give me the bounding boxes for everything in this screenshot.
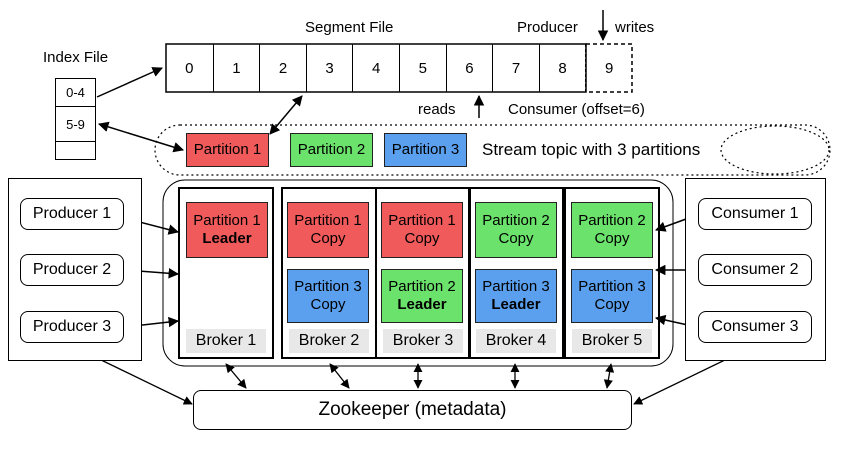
writes-label: writes [615, 19, 655, 36]
segment-cell: 5 [399, 44, 446, 92]
segment-cell: 2 [259, 44, 306, 92]
topic-partition-3: Partition 3 [384, 133, 467, 167]
index-file [55, 78, 96, 160]
broker-label: Broker 3 [383, 329, 463, 353]
segment-cell: 6 [445, 44, 493, 92]
consumer-1: Consumer 1 [698, 198, 812, 230]
producer-3: Producer 3 [20, 311, 124, 343]
consumer-3: Consumer 3 [698, 311, 812, 343]
broker-label: Broker 2 [289, 329, 369, 353]
consumer-offset-label: Consumer (offset=6) [508, 101, 645, 118]
reads-label: reads [418, 101, 456, 118]
segment-cell: 9 [585, 44, 632, 92]
segment-cell: 7 [492, 44, 539, 92]
index-row [55, 143, 96, 159]
segment-cell: 1 [212, 44, 260, 92]
consumer-2: Consumer 2 [698, 254, 812, 286]
segment-cell: 3 [305, 44, 353, 92]
segment-cell: 0 [185, 59, 194, 77]
topic-partition-1: Partition 1 [186, 133, 269, 167]
producer-1: Producer 1 [20, 198, 124, 230]
segment-cell: 4 [352, 44, 399, 92]
segment-file-title: Segment File [305, 19, 394, 36]
index-row: 5-9 [55, 108, 96, 142]
producer-writes-label: Producer [517, 19, 578, 36]
producer-2: Producer 2 [20, 254, 124, 286]
index-file-title: Index File [43, 49, 109, 66]
broker-label: Broker 1 [186, 329, 266, 353]
topic-partition-2: Partition 2 [290, 133, 373, 167]
segment-cell: 8 [538, 44, 586, 92]
zookeeper: Zookeeper (metadata) [193, 390, 632, 430]
index-row: 0-4 [55, 79, 96, 107]
stream-topic-caption: Stream topic with 3 partitions [482, 140, 701, 159]
broker-label: Broker 4 [476, 329, 556, 353]
broker-label: Broker 5 [572, 329, 652, 353]
